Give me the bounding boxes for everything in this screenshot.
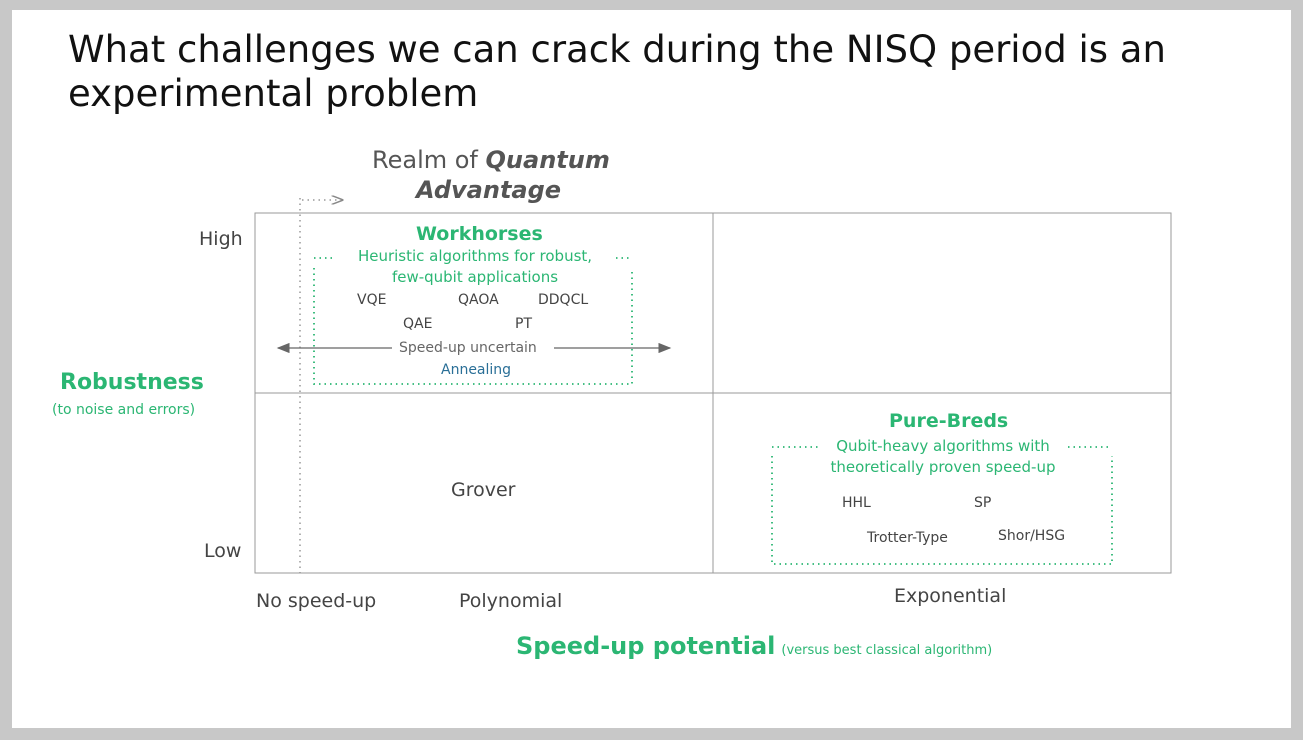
algo-qaoa: QAOA: [458, 292, 499, 308]
x-tick-exponential: Exponential: [894, 585, 1007, 607]
purebreds-subtitle-line2: theoretically proven speed-up: [830, 458, 1056, 476]
algo-sp: SP: [974, 495, 992, 511]
quadrant-diagram: [254, 10, 1172, 574]
algo-vqe: VQE: [357, 292, 387, 308]
workhorses-subtitle: Heuristic algorithms for robust, few-qub…: [334, 246, 616, 288]
x-axis-title-text: Speed-up potential: [516, 632, 776, 660]
annealing-label: Annealing: [441, 362, 512, 378]
slide: What challenges we can crack during the …: [12, 10, 1291, 728]
realm-emph-quantum: Quantum: [485, 146, 610, 174]
y-axis-title: Robustness: [60, 370, 204, 395]
algo-trotter-type: Trotter-Type: [867, 530, 948, 546]
x-axis-subtitle: (versus best classical algorithm): [781, 643, 993, 658]
purebreds-title: Pure-Breds: [889, 410, 1009, 432]
algo-shor-hsg: Shor/HSG: [998, 528, 1066, 544]
algo-ddqcl: DDQCL: [538, 292, 589, 308]
slide-title: What challenges we can crack during the …: [68, 28, 1166, 115]
algo-hhl: HHL: [842, 495, 871, 511]
y-tick-low: Low: [204, 540, 242, 562]
workhorses-subtitle-line2: few-qubit applications: [391, 268, 559, 286]
grover-label: Grover: [451, 479, 516, 501]
y-axis-subtitle: (to noise and errors): [52, 402, 196, 418]
purebreds-subtitle-line1: Qubit-heavy algorithms with: [836, 437, 1050, 455]
x-tick-polynomial: Polynomial: [459, 590, 563, 612]
purebreds-subtitle: Qubit-heavy algorithms with theoreticall…: [818, 436, 1068, 478]
y-tick-high: High: [199, 228, 243, 250]
realm-prefix: Realm of: [372, 146, 478, 174]
workhorses-title: Workhorses: [416, 223, 543, 245]
speedup-uncertain-label: Speed-up uncertain: [399, 340, 537, 356]
realm-label: Realm of Quantum Advantage: [372, 146, 610, 204]
x-axis-title: Speed-up potential (versus best classical…: [516, 632, 992, 660]
workhorses-box: [313, 268, 633, 385]
workhorses-subtitle-line1: Heuristic algorithms for robust,: [357, 247, 593, 265]
algo-pt: PT: [515, 316, 532, 332]
realm-emph-advantage: Advantage: [416, 176, 562, 204]
x-tick-no-speedup: No speed-up: [256, 590, 377, 612]
purebreds-box: [771, 456, 1113, 565]
algo-qae: QAE: [403, 316, 433, 332]
